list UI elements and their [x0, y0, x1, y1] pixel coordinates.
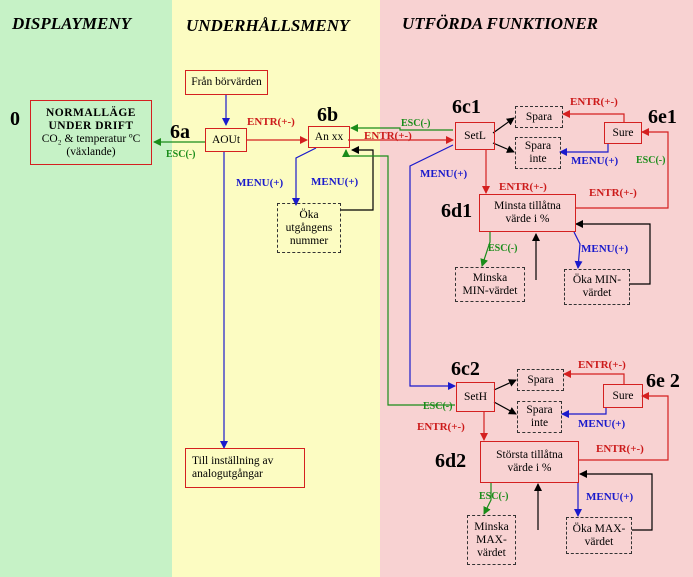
label-entr-aout: ENTR(+-): [247, 116, 295, 128]
zone-title-display: DISPLAYMENY: [12, 14, 132, 33]
arrow-seth-to-save: [493, 379, 517, 391]
normal-operation-box: NORMALLÄGE UNDER DRIFT CO₂ & temperatur …: [30, 100, 152, 165]
label-menu-sure1: MENU(+): [571, 155, 619, 167]
arrow-min-to-increase: [573, 231, 583, 269]
increase-output-box: Öka utgångens nummer: [277, 203, 341, 253]
arrow-setl-to-seth: [409, 144, 456, 390]
arrow-seth-to-dontsave: [493, 401, 517, 415]
zone-functions: [380, 0, 693, 577]
dont-save-top-box: Spara inte: [515, 137, 561, 169]
save-bottom-box: Spara: [517, 369, 564, 391]
label-esc-seth: ESC(-): [423, 401, 453, 412]
arrow-max-to-sure2: [578, 392, 669, 461]
arrow-min-to-decrease: [480, 232, 491, 267]
arrow-setl-to-dontsave: [492, 142, 515, 153]
label-menu-sure2: MENU(+): [578, 418, 626, 430]
label-esc-setl: ESC(-): [401, 118, 431, 129]
zone-title-functions: UTFÖRDA FUNKTIONER: [402, 14, 599, 33]
label-menu-anxx: MENU(+): [236, 177, 284, 189]
arrow-max-to-decrease: [483, 482, 492, 515]
step-number-6c1: 6c1: [452, 96, 481, 118]
step-number-6d1: 6d1: [441, 200, 473, 222]
label-menu-min: MENU(+): [581, 243, 629, 255]
dont-save-bottom-box: Spara inte: [517, 401, 562, 433]
label-entr-min: ENTR(+-): [589, 187, 637, 199]
label-entr-anxx: ENTR(+-): [364, 130, 412, 142]
arrow-sure2-to-dontsave: [561, 408, 607, 418]
max-allowed-box: Största tillåtna värde i %: [480, 441, 579, 483]
decrease-max-box: Minska MAX- värdet: [467, 515, 516, 565]
label-esc-max: ESC(-): [479, 491, 509, 502]
arrow-anxx-to-increase: [292, 147, 317, 206]
zone-maintenance: [172, 0, 380, 577]
label-entr-setl: ENTR(+-): [499, 181, 547, 193]
arrow-increase-to-min: [575, 220, 651, 285]
step-number-6a: 6a: [170, 121, 190, 143]
save-top-box: Spara: [515, 106, 563, 128]
arrow-setl-to-save: [492, 117, 515, 134]
to-analog-box: Till inställning av analogutgångar: [185, 448, 305, 488]
zone-display: [0, 0, 172, 577]
arrow-sure1-to-save: [562, 110, 625, 122]
min-allowed-box: Minsta tillåtna värde i %: [479, 194, 576, 232]
arrow-seth-to-anxx: [342, 149, 455, 406]
step-number-6c2: 6c2: [451, 358, 480, 380]
label-entr-max: ENTR(+-): [596, 443, 644, 455]
label-entr-sure1: ENTR(+-): [570, 96, 618, 108]
normal-operation-title: NORMALLÄGE UNDER DRIFT: [46, 106, 136, 132]
increase-min-box: Öka MIN- värdet: [564, 269, 630, 305]
arrow-setl-to-anxx: [350, 124, 453, 132]
arrow-sure1-to-dontsave: [559, 143, 609, 156]
label-esc-aout: ESC(-): [166, 149, 196, 160]
arrow-increase-to-max: [579, 470, 653, 531]
decrease-min-box: Minska MIN-värdet: [455, 267, 525, 302]
step-number-6d2: 6d2: [435, 450, 467, 472]
arrow-increase-to-anxx: [341, 146, 374, 211]
zone-title-maintenance: UNDERHÅLLSMENY: [186, 16, 350, 35]
seth-box: SetH: [456, 382, 495, 412]
normal-operation-subtitle: CO₂ & temperatur ºC (växlande): [41, 132, 141, 158]
label-menu-setl: MENU(+): [420, 168, 468, 180]
aout-box: AOUt: [205, 128, 247, 152]
from-setpoints-box: Från börvärden: [185, 70, 268, 95]
label-entr-sure2: ENTR(+-): [578, 359, 626, 371]
sure-bottom-box: Sure: [603, 384, 643, 408]
label-menu-loop: MENU(+): [311, 176, 359, 188]
setl-box: SetL: [455, 122, 495, 150]
label-esc-min: ESC(-): [488, 243, 518, 254]
step-number-6b: 6b: [317, 104, 339, 126]
arrow-min-to-sure1: [575, 128, 669, 209]
step-number-6e2: 6e 2: [646, 370, 680, 392]
step-number-0: 0: [10, 108, 20, 130]
anxx-box: An xx: [308, 126, 350, 148]
step-number-6e1: 6e1: [648, 106, 677, 128]
sure-top-box: Sure: [604, 122, 642, 144]
label-entr-seth: ENTR(+-): [417, 421, 465, 433]
label-menu-max: MENU(+): [586, 491, 634, 503]
label-esc-sure1: ESC(-): [636, 155, 666, 166]
arrow-sure2-to-save: [563, 370, 625, 384]
increase-max-box: Öka MAX- värdet: [566, 517, 632, 554]
